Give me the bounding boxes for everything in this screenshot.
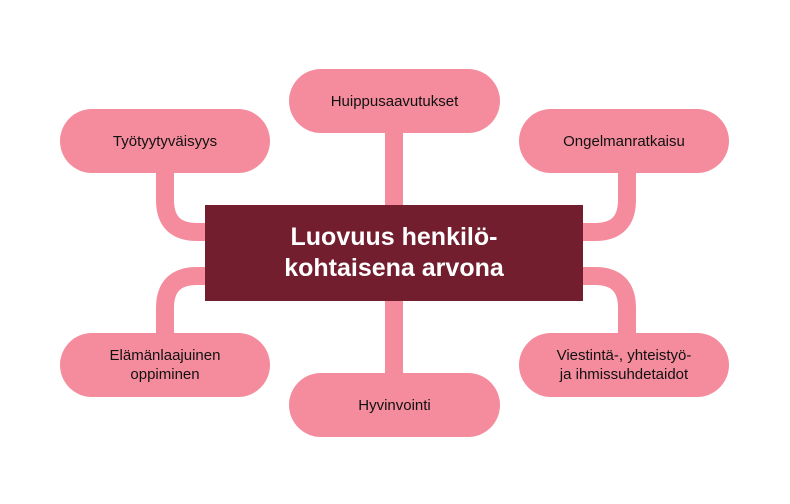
node-ongelmanratkaisu: Ongelmanratkaisu (519, 109, 729, 173)
node-label: Hyvinvointi (358, 396, 431, 414)
node-huippusaavutukset: Huippusaavutukset (289, 69, 500, 133)
center-node: Luovuus henkilö- kohtaisena arvona (205, 205, 583, 301)
connector-top-right (576, 168, 636, 241)
node-label-line1: Viestintä-, yhteistyö- (556, 347, 692, 364)
node-label: Huippusaavutukset (330, 92, 459, 110)
connector-bottom-right (576, 267, 636, 338)
center-title-line2: kohtaisena arvona (284, 254, 504, 282)
node-tyotyytyvaisyys: Työtyytyväisyys (60, 109, 270, 173)
node-label-line2: oppiminen (130, 366, 200, 383)
node-label-line1: Elämänlaajuinen (109, 347, 221, 364)
connector-top-left (156, 168, 212, 241)
node-label: Työtyytyväisyys (112, 132, 218, 150)
node-label: Ongelmanratkaisu (563, 132, 685, 150)
center-title-line1: Luovuus henkilö- (290, 223, 498, 251)
node-elamanlaajuinen-oppiminen: Elämänlaajuinen oppiminen (60, 333, 270, 397)
node-label-line2: ja ihmissuhdetaidot (559, 366, 689, 383)
connectors (156, 118, 636, 378)
node-viestinta-yhteistyo-ihmissuhdetaidot: Viestintä-, yhteistyö- ja ihmissuhdetaid… (519, 333, 729, 397)
node-hyvinvointi: Hyvinvointi (289, 373, 500, 437)
connector-bottom-left (156, 267, 212, 338)
